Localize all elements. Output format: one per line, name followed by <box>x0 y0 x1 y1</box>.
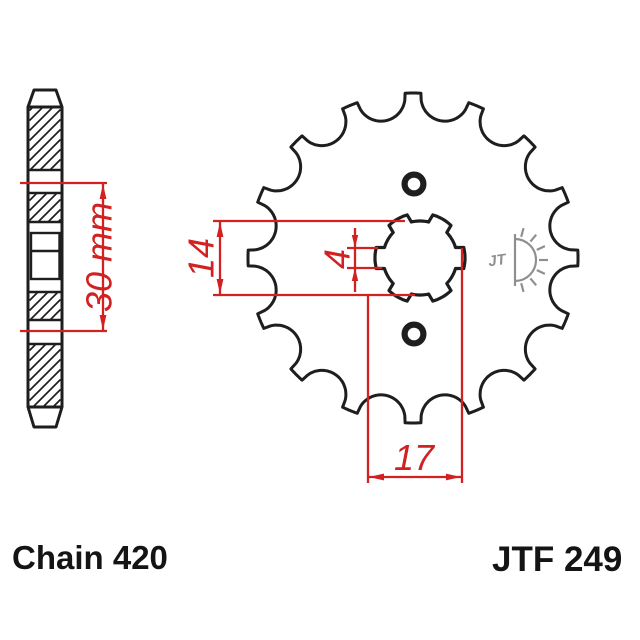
dimension-30mm-label: 30 mm <box>79 202 120 312</box>
dimension-30mm <box>20 181 107 333</box>
sprocket-front-view <box>246 91 580 425</box>
mounting-hole-top <box>401 171 427 197</box>
side-bottom-chamfer <box>26 405 64 429</box>
jt-logo-text: JT <box>487 251 509 271</box>
dimension-14-label: 14 <box>181 238 222 278</box>
section-hatching <box>28 107 62 407</box>
chain-size-label: Chain 420 <box>12 539 168 576</box>
dimension-4-label: 4 <box>317 249 358 269</box>
jt-sun-logo-icon <box>513 227 548 293</box>
side-top-chamfer <box>26 88 64 109</box>
dimension-14 <box>213 219 415 297</box>
drawing-geometry <box>20 88 580 483</box>
hub-blocks <box>29 231 61 281</box>
dimension-17 <box>366 248 464 483</box>
sprocket-side-view <box>26 88 64 429</box>
dimension-17-label: 17 <box>394 437 436 478</box>
part-number-label: JTF 249 <box>492 540 622 579</box>
dimension-4 <box>347 228 382 292</box>
mounting-hole-bottom <box>401 321 427 347</box>
